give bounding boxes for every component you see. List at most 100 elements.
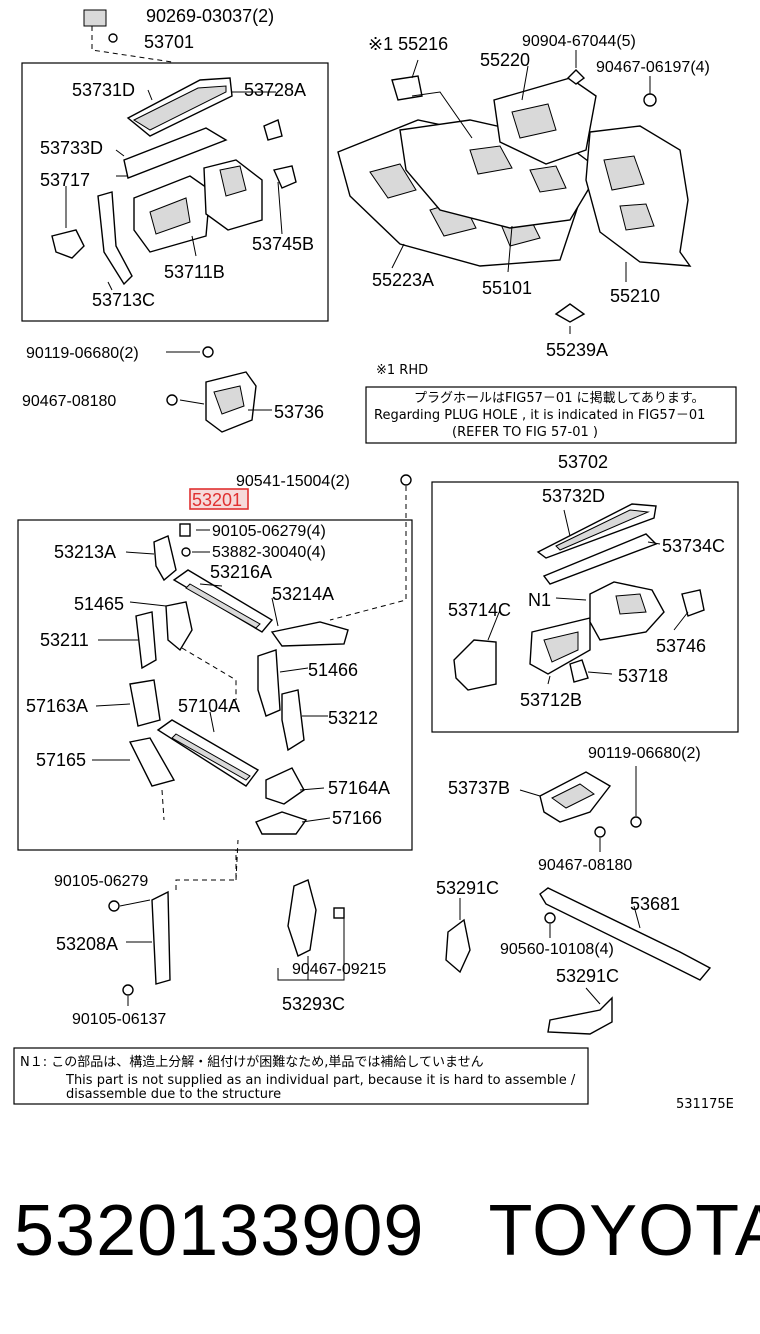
label-90269-03037: 90269-03037(2) xyxy=(146,6,274,26)
washer-90560-icon xyxy=(544,912,556,924)
label-53291C-b: 53291C xyxy=(556,966,619,986)
bolt-90269-icon xyxy=(83,9,118,43)
label-57164A: 57164A xyxy=(328,778,390,798)
label-57163A: 57163A xyxy=(26,696,88,716)
label-53882-30040: 53882-30040(4) xyxy=(212,544,326,561)
bolt-90541-icon xyxy=(400,474,412,486)
part-53717 xyxy=(51,229,85,259)
label-57166: 57166 xyxy=(332,808,382,828)
label-diagram-code: 531175E xyxy=(676,1097,734,1112)
group-frame-53702 xyxy=(431,481,739,733)
label-57104A: 57104A xyxy=(178,696,240,716)
part-53731D xyxy=(126,77,233,137)
part-51465 xyxy=(165,601,193,652)
label-90467-06197: 90467-06197(4) xyxy=(596,59,710,76)
label-51465: 51465 xyxy=(74,594,124,614)
label-55239A: 55239A xyxy=(546,340,608,360)
part-53713C xyxy=(97,191,133,286)
part-53734C xyxy=(542,533,658,585)
part-53293C xyxy=(287,879,317,957)
bar-53214A xyxy=(270,621,349,647)
part-53291C-a xyxy=(445,918,471,974)
label-90467-09215: 90467-09215 xyxy=(292,961,386,978)
part-53712B xyxy=(529,617,591,675)
note-n1-en2: disassemble due to the structure xyxy=(66,1087,281,1102)
label-90541-15004: 90541-15004(2) xyxy=(236,473,350,490)
label-53201-highlighted[interactable]: 53201 xyxy=(192,490,242,510)
part-53714C xyxy=(453,639,497,691)
note-plug-jp: プラグホールはFIG57－01 に掲載してあります。 xyxy=(414,390,705,406)
footer-caption: 5320133909 TOYOTA xyxy=(14,1190,760,1272)
label-53214A: 53214A xyxy=(272,584,334,604)
part-N1-assembly xyxy=(589,581,665,641)
bolt-90119-a-icon xyxy=(202,346,214,358)
bar-53681 xyxy=(539,887,712,981)
label-53713C: 53713C xyxy=(92,290,155,310)
label-53701: 53701 xyxy=(144,32,194,52)
clip-90467-09215-icon xyxy=(333,907,345,919)
label-53208A: 53208A xyxy=(56,934,118,954)
label-90119-06680-a: 90119-06680(2) xyxy=(26,345,139,362)
label-53718: 53718 xyxy=(618,666,668,686)
part-51466 xyxy=(257,649,281,717)
note-n1-en1: This part is not supplied as an individu… xyxy=(65,1073,576,1088)
part-53211 xyxy=(135,611,157,670)
highlight-box-53201 xyxy=(189,488,249,510)
part-53746 xyxy=(681,589,705,617)
crossmember-57104A xyxy=(156,719,260,787)
label-53736: 53736 xyxy=(274,402,324,422)
part-53208A xyxy=(151,890,171,985)
label-53711B: 53711B xyxy=(164,262,225,282)
label-90560-10108: 90560-10108(4) xyxy=(500,941,614,958)
bracket-53213A xyxy=(153,535,177,582)
label-55210: 55210 xyxy=(610,286,660,306)
label-53291C-a: 53291C xyxy=(436,878,499,898)
part-55216 xyxy=(391,75,423,101)
label-53213A: 53213A xyxy=(54,542,116,562)
label-53712B: 53712B xyxy=(520,690,582,710)
label-53737B: 53737B xyxy=(448,778,510,798)
nut-90467-06197-icon xyxy=(643,93,657,107)
panel-55210 xyxy=(585,125,692,267)
label-53216A: 53216A xyxy=(210,562,272,582)
label-90105-06279: 90105-06279 xyxy=(54,873,148,890)
label-53293C: 53293C xyxy=(282,994,345,1014)
bracket-53737B xyxy=(539,771,612,823)
group-frame-53701 xyxy=(21,62,329,322)
footer-part-number: 5320133909 xyxy=(14,1191,425,1271)
note-plug-ref: (REFER TO FIG 57-01 ) xyxy=(452,425,598,440)
label-rhd: ※1 RHD xyxy=(376,363,428,378)
clip-90904-icon xyxy=(566,69,586,85)
support-53216A xyxy=(172,569,274,633)
note-n1-jp: N１: この部品は、構造上分解・組付けが困難なため,単品では補給していません xyxy=(20,1054,484,1070)
label-53732D: 53732D xyxy=(542,486,605,506)
part-53291C-b xyxy=(547,996,613,1035)
part-57164A xyxy=(265,767,305,805)
bracket-53736 xyxy=(205,371,257,433)
nut-90467-a-icon xyxy=(166,394,178,406)
label-55216: ※1 55216 xyxy=(368,34,448,54)
label-90105-06137: 90105-06137 xyxy=(72,1011,166,1028)
part-53711B xyxy=(133,175,211,253)
part-57163A xyxy=(129,679,161,727)
bolt-90105-06279-4-icon xyxy=(179,523,191,557)
label-90119-06680-b: 90119-06680(2) xyxy=(588,745,701,762)
bolt-90119-b-icon xyxy=(630,816,642,828)
label-55220: 55220 xyxy=(480,50,530,70)
part-53728A xyxy=(263,119,283,141)
label-57165: 57165 xyxy=(36,750,86,770)
label-51466: 51466 xyxy=(308,660,358,680)
footer-brand: TOYOTA xyxy=(488,1191,760,1271)
part-57165 xyxy=(128,737,176,787)
label-53717: 53717 xyxy=(40,170,90,190)
bolt-90105-06279-icon xyxy=(108,900,120,912)
note-plug-en: Regarding PLUG HOLE , it is indicated in… xyxy=(374,408,705,423)
label-53714C: 53714C xyxy=(448,600,511,620)
part-53745B-area xyxy=(203,159,297,231)
part-53212 xyxy=(281,689,305,752)
label-90467-08180-a: 90467-08180 xyxy=(22,393,116,410)
n1-note-box xyxy=(13,1047,589,1105)
label-53211: 53211 xyxy=(40,630,89,650)
label-53745B: 53745B xyxy=(252,234,314,254)
